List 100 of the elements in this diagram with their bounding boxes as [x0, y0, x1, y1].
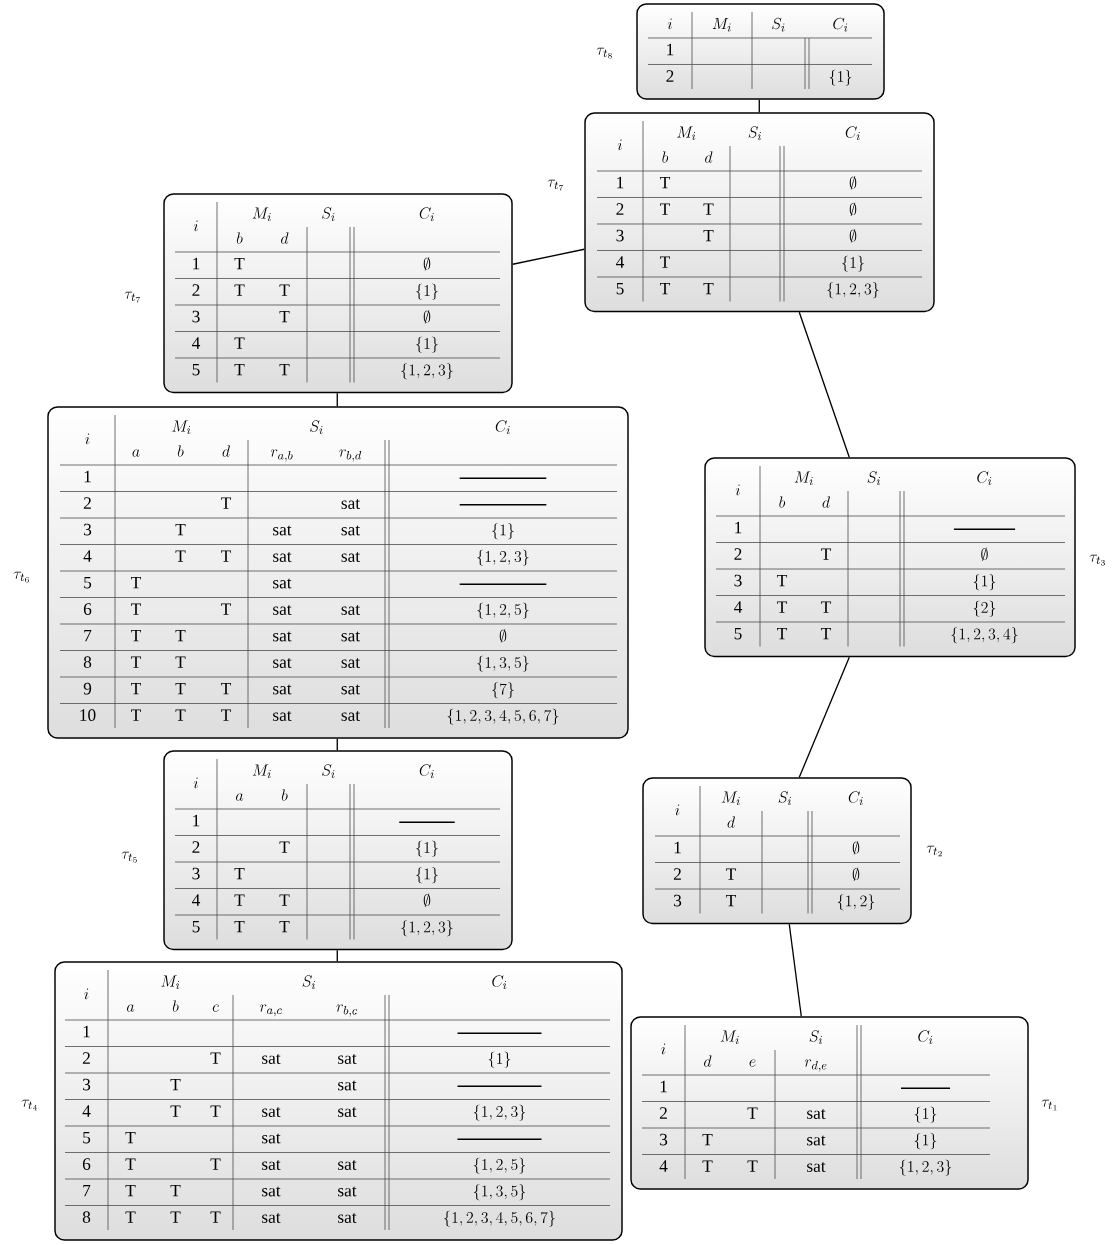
node-label: $\tau_{t_2}$ [926, 845, 942, 857]
table-cell: $\{1,2,3\}$ [401, 920, 453, 937]
table-cell: $\{1\}$ [488, 1051, 511, 1068]
table-cell: T [234, 284, 245, 296]
table-cell: $\{1\}$ [416, 840, 438, 857]
table-cell: T [821, 627, 832, 640]
column-subheader: $e$ [749, 1059, 756, 1067]
column-header: $i$ [193, 777, 198, 789]
table-cell: sat [341, 684, 360, 695]
table-cell: sat [273, 658, 292, 668]
node-label: $\tau_{t_1}$ [1041, 1099, 1057, 1111]
table-cell: T [777, 601, 788, 613]
table-cell: $\{1,3,5\}$ [477, 655, 529, 672]
table-cell: sat [807, 1109, 826, 1119]
column-subheader: $d$ [705, 151, 713, 163]
table-cell: T [131, 709, 141, 721]
column-header: $C_i$ [977, 471, 992, 486]
node-label: $\tau_{t_8}$ [596, 47, 612, 59]
column-subheader: $b$ [662, 151, 669, 163]
table-cell: sat [273, 525, 292, 536]
row-number: 1 [84, 470, 91, 483]
column-header: $i$ [667, 18, 672, 30]
row-number: 2 [616, 203, 624, 215]
table-cell: $\{1\}$ [416, 336, 438, 353]
table-cell: $\emptyset$ [849, 228, 857, 243]
column-header: $C_i$ [419, 764, 434, 779]
table-cell: T [170, 1078, 181, 1091]
column-header: $S_i$ [772, 17, 785, 32]
row-number: 4 [659, 1160, 668, 1172]
table-cell: sat [338, 1213, 357, 1223]
table-cell: T [170, 1211, 181, 1223]
table-cell: T [234, 337, 245, 349]
table-cell: sat [338, 1080, 357, 1091]
table-cell: sat [262, 1186, 281, 1197]
table-cell: T [703, 229, 714, 242]
column-subheader: $r_{b,d}$ [339, 449, 362, 462]
table-cell: $\{1\}$ [416, 867, 438, 884]
table-cell: T [210, 1105, 221, 1117]
table-cell: $\{1\}$ [914, 1133, 937, 1150]
table-cell: T [777, 627, 788, 640]
node-label: $\tau_{t_7}$ [124, 291, 141, 303]
column-header: $S_i$ [809, 1030, 822, 1045]
node-label: $\tau_{t_3}$ [1089, 554, 1105, 566]
column-subheader: $r_{a,b}$ [270, 449, 293, 462]
row-number: 5 [83, 1131, 91, 1144]
table-cell: T [279, 920, 290, 933]
table-cell: T [210, 1052, 221, 1064]
table-cell: $\{1\}$ [416, 283, 438, 300]
table-cell: T [747, 1107, 758, 1119]
table-cell: T [221, 682, 231, 695]
table-cell: T [703, 203, 714, 215]
column-header: $S_i$ [748, 126, 761, 141]
row-number: 7 [83, 1184, 91, 1197]
column-header: $M_i$ [720, 1030, 739, 1045]
table-cell: T [125, 1158, 136, 1170]
row-number: 3 [84, 523, 92, 536]
table-cell: sat [338, 1054, 357, 1064]
column-subheader: $b$ [281, 789, 288, 801]
column-header: $C_i$ [918, 1030, 933, 1045]
row-number: 10 [80, 709, 96, 721]
table-cell: sat [262, 1213, 281, 1223]
column-header: $S_i$ [302, 975, 315, 990]
connector-line [788, 923, 802, 1017]
row-number: 5 [192, 363, 200, 376]
row-number: 1 [193, 257, 200, 270]
table-cell: T [703, 282, 714, 295]
column-header: $i$ [193, 220, 198, 232]
table-cell: $\{1,2\}$ [837, 894, 875, 911]
table-cell: $\{1\}$ [492, 523, 514, 540]
column-header: $M_i$ [721, 791, 740, 806]
table-cell: sat [273, 605, 292, 615]
table-cell: $\emptyset$ [499, 628, 507, 643]
column-subheader: $b$ [236, 232, 243, 244]
column-header: $M_i$ [677, 126, 696, 141]
table-cell: T [660, 203, 670, 215]
column-header: $M_i$ [252, 207, 271, 222]
table-cell: $\{1,2,5\}$ [477, 602, 529, 619]
row-number: 5 [616, 282, 624, 295]
table-cell: T [131, 603, 141, 615]
table-cell: T [234, 920, 245, 933]
column-subheader: $a$ [127, 1004, 135, 1012]
node-label: $\tau_{t_4}$ [21, 1099, 38, 1111]
table-cell: T [279, 841, 290, 853]
table-cell: T [210, 1211, 221, 1223]
table-cell: T [125, 1131, 136, 1144]
table-cell: sat [273, 552, 292, 562]
table-cell: T [125, 1184, 136, 1197]
row-number: 2 [734, 548, 742, 560]
column-subheader: $d$ [222, 445, 231, 457]
table-cell: $\{1\}$ [914, 1106, 937, 1123]
node-label: $\tau_{t_6}$ [13, 571, 29, 583]
table-cell: T [821, 548, 832, 560]
table-cell: T [210, 1158, 221, 1170]
table-cell: T [175, 629, 186, 642]
connector-line [512, 248, 585, 265]
table-cell: $\emptyset$ [852, 840, 860, 855]
connector-line [798, 311, 850, 458]
column-subheader: $c$ [212, 1004, 219, 1012]
column-header: $i$ [84, 988, 89, 1000]
table-cell: sat [262, 1054, 281, 1064]
